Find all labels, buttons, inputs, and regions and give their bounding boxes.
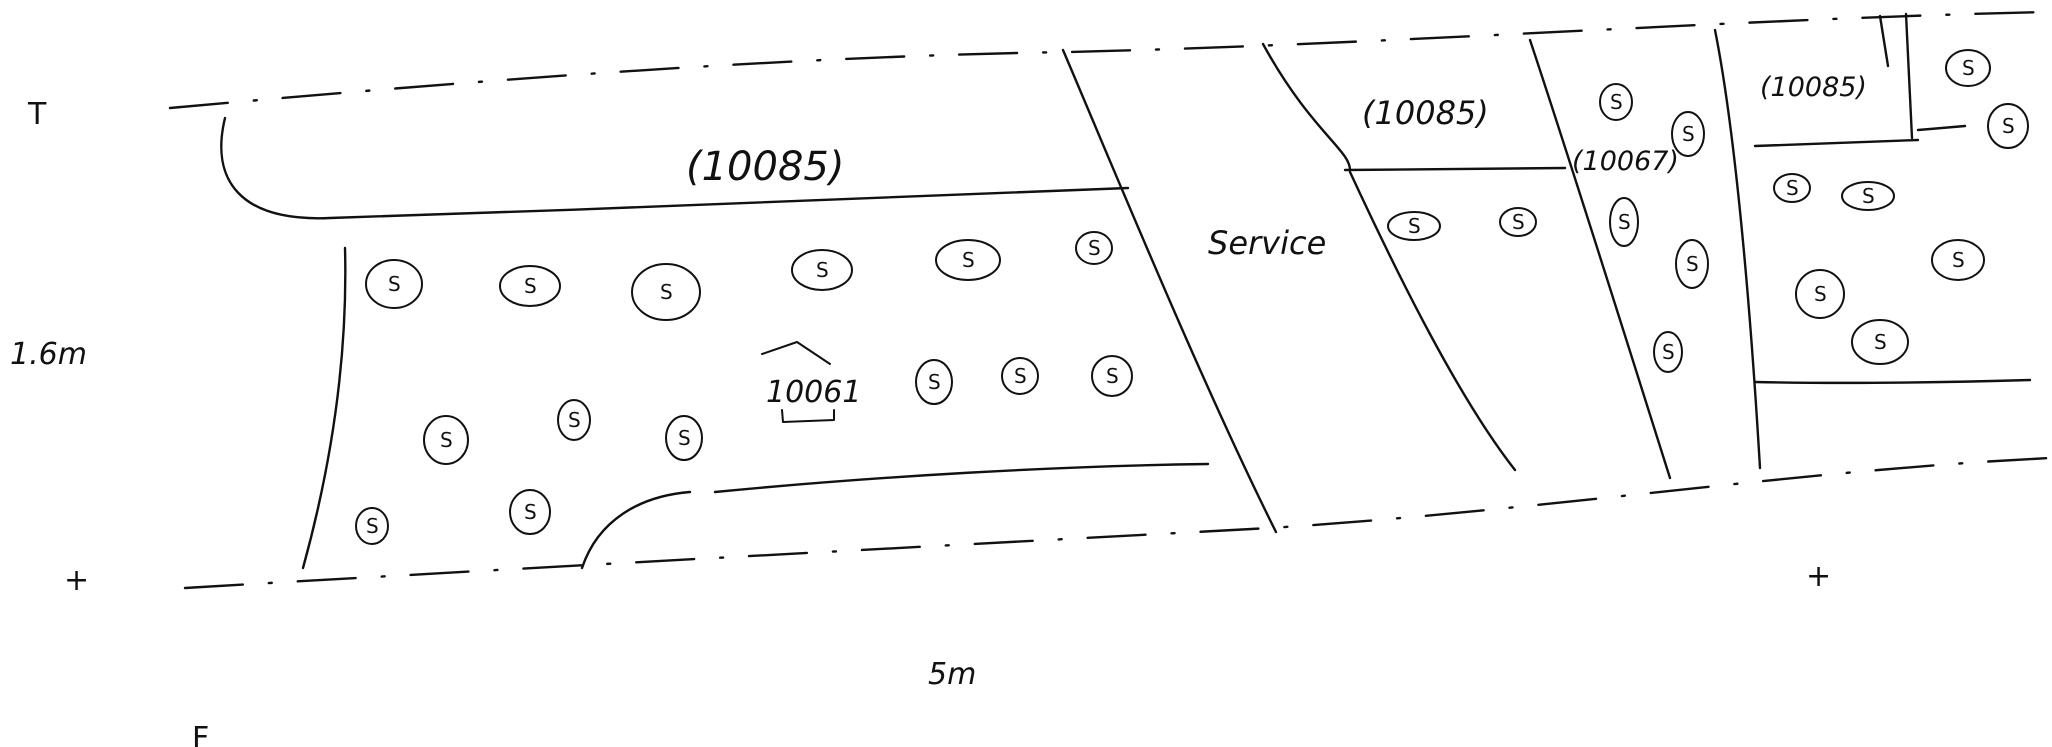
crop-mark-bottom-right: + <box>1806 559 1831 594</box>
bottom-boundary-line <box>183 456 2052 590</box>
mid-parcel-diagonal <box>1348 170 1517 472</box>
svg-text:S: S <box>1512 210 1525 234</box>
parcel-10085-band <box>220 116 1130 220</box>
tree-symbol: S <box>1931 239 1985 281</box>
service-label: Service <box>1208 224 1326 262</box>
parcel-10085-label: (10085) <box>686 144 844 190</box>
tree-symbol: S <box>499 265 561 307</box>
top-boundary-line <box>168 10 2052 110</box>
tree-symbol: S <box>509 489 551 535</box>
tree-symbol: S <box>1671 111 1705 157</box>
svg-text:S: S <box>1686 252 1699 276</box>
tree-symbol: S <box>355 507 389 545</box>
tree-symbol: S <box>1499 207 1537 237</box>
narrow-parcel-left <box>1528 38 1672 480</box>
svg-text:S: S <box>568 408 581 432</box>
svg-text:S: S <box>388 272 401 296</box>
parcel-10085-mid-label: (10085) <box>1362 94 1489 132</box>
house-base <box>781 409 835 423</box>
house-roof <box>761 341 831 365</box>
driveway-curve <box>580 462 1210 570</box>
svg-text:S: S <box>440 428 453 452</box>
house-number-label: 10061 <box>766 375 861 410</box>
svg-text:S: S <box>1408 214 1421 238</box>
svg-text:S: S <box>2002 114 2015 138</box>
svg-text:S: S <box>660 280 673 304</box>
tree-symbol: S <box>665 415 703 461</box>
tree-symbol: S <box>1075 231 1113 265</box>
svg-text:S: S <box>928 370 941 394</box>
crop-mark-corner: F <box>192 721 209 747</box>
tree-symbol: S <box>1795 269 1845 319</box>
svg-text:S: S <box>524 274 537 298</box>
svg-text:S: S <box>1610 90 1623 114</box>
tree-symbol: S <box>1851 319 1909 365</box>
tree-symbol: S <box>1675 239 1709 289</box>
svg-text:S: S <box>962 248 975 272</box>
tree-symbol: S <box>1599 83 1633 121</box>
trees: S S S S S S S S S S S S S S S S S S S S … <box>355 49 2029 545</box>
svg-text:S: S <box>1814 282 1827 306</box>
tree-symbol: S <box>1945 49 1991 87</box>
tree-symbol: S <box>557 399 591 441</box>
tree-symbol: S <box>423 415 469 465</box>
narrow-parcel-right <box>1713 28 1762 470</box>
svg-text:S: S <box>1088 236 1101 260</box>
crop-mark-bottom-left: + <box>64 563 89 598</box>
service-lane-right <box>1261 42 1352 172</box>
svg-text:S: S <box>1952 248 1965 272</box>
crop-mark-top-left: T <box>27 97 47 132</box>
parcel-10067-label: (10067) <box>1572 146 1679 177</box>
tree-symbol: S <box>791 249 853 291</box>
tree-symbol: S <box>365 259 423 309</box>
tree-symbol: S <box>1001 357 1039 395</box>
svg-text:S: S <box>1106 364 1119 388</box>
tree-symbol: S <box>1091 355 1133 397</box>
tree-symbol: S <box>1987 103 2029 149</box>
service-lane-left <box>1061 48 1278 534</box>
svg-text:S: S <box>678 426 691 450</box>
mid-parcel-divider <box>1343 166 1567 172</box>
svg-text:S: S <box>816 258 829 282</box>
svg-text:S: S <box>1014 364 1027 388</box>
parcel-10085-right-label: (10085) <box>1760 72 1867 103</box>
tree-symbol: S <box>1609 197 1639 247</box>
svg-text:S: S <box>1962 56 1975 80</box>
tree-symbol: S <box>1387 211 1441 241</box>
svg-text:S: S <box>1862 184 1875 208</box>
tree-symbol: S <box>1841 181 1895 211</box>
svg-text:S: S <box>1662 340 1675 364</box>
tree-symbol: S <box>1773 173 1811 203</box>
svg-text:S: S <box>524 500 537 524</box>
svg-text:S: S <box>1682 122 1695 146</box>
right-parcel-top-box <box>1753 12 1967 148</box>
svg-text:S: S <box>1874 330 1887 354</box>
planted-lot-left-edge <box>301 246 347 570</box>
right-parcel-divider <box>1753 378 2032 385</box>
tree-symbol: S <box>1653 331 1683 373</box>
width-dimension-label: 5m <box>928 657 976 692</box>
svg-text:S: S <box>1618 210 1631 234</box>
tree-symbol: S <box>935 239 1001 281</box>
svg-text:S: S <box>1786 176 1799 200</box>
height-dimension-label: 1.6m <box>10 337 87 372</box>
svg-text:S: S <box>366 514 379 538</box>
tree-symbol: S <box>915 359 953 405</box>
tree-symbol: S <box>631 263 701 321</box>
